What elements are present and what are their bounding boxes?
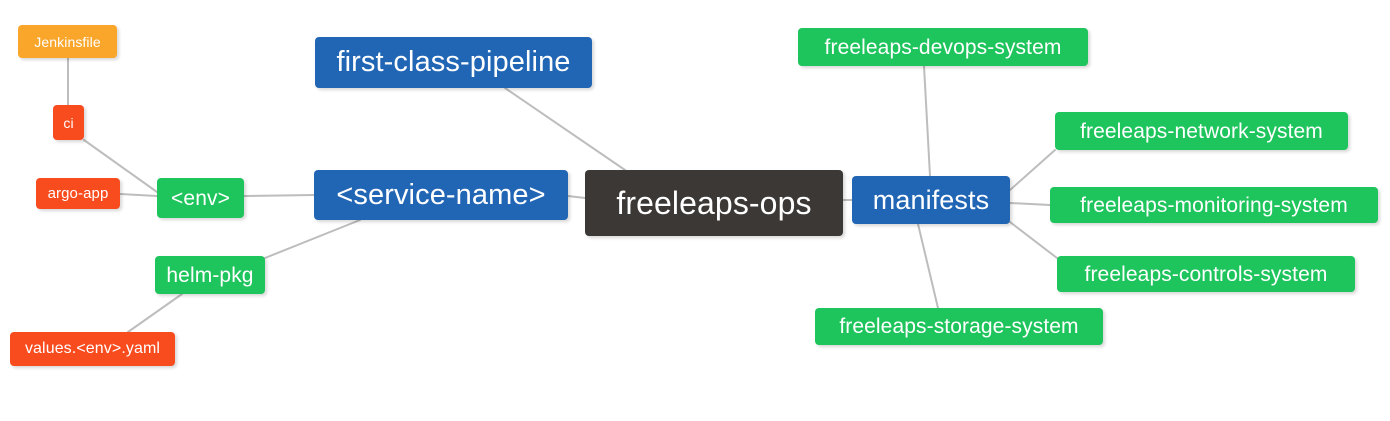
node-service-name[interactable]: <service-name> [314,170,568,220]
node-freeleaps-controls-system[interactable]: freeleaps-controls-system [1057,256,1355,292]
edge-freeleaps-devops-system-to-manifests [923,65,931,177]
node-jenkinsfile[interactable]: Jenkinsfile [18,25,117,58]
edge-helm-pkg-to-values-env-yaml [127,293,183,333]
edge-freeleaps-controls-system-to-manifests [1009,221,1058,259]
node-ci[interactable]: ci [53,105,84,140]
node-argo-app[interactable]: argo-app [36,178,120,209]
edge-env-to-service-name [243,194,315,197]
edge-freeleaps-network-system-to-manifests [1009,149,1056,191]
node-first-class-pipeline[interactable]: first-class-pipeline [315,37,592,88]
edge-argo-app-to-env [119,193,158,197]
node-freeleaps-storage-system[interactable]: freeleaps-storage-system [815,308,1103,345]
node-env[interactable]: <env> [157,178,244,218]
node-values-env-yaml[interactable]: values.<env>.yaml [10,332,175,366]
node-helm-pkg[interactable]: helm-pkg [155,256,265,294]
node-freeleaps-ops[interactable]: freeleaps-ops [585,170,843,236]
edge-service-name-to-helm-pkg [264,219,361,259]
node-freeleaps-network-system[interactable]: freeleaps-network-system [1055,112,1348,150]
node-manifests[interactable]: manifests [852,176,1010,224]
edge-freeleaps-monitoring-system-to-manifests [1009,202,1051,206]
edge-first-class-pipeline-to-freeleaps-ops [504,87,626,171]
edge-freeleaps-storage-system-to-manifests [917,223,939,309]
node-freeleaps-monitoring-system[interactable]: freeleaps-monitoring-system [1050,187,1378,223]
edge-service-name-to-freeleaps-ops [567,195,586,199]
node-freeleaps-devops-system[interactable]: freeleaps-devops-system [798,28,1088,66]
